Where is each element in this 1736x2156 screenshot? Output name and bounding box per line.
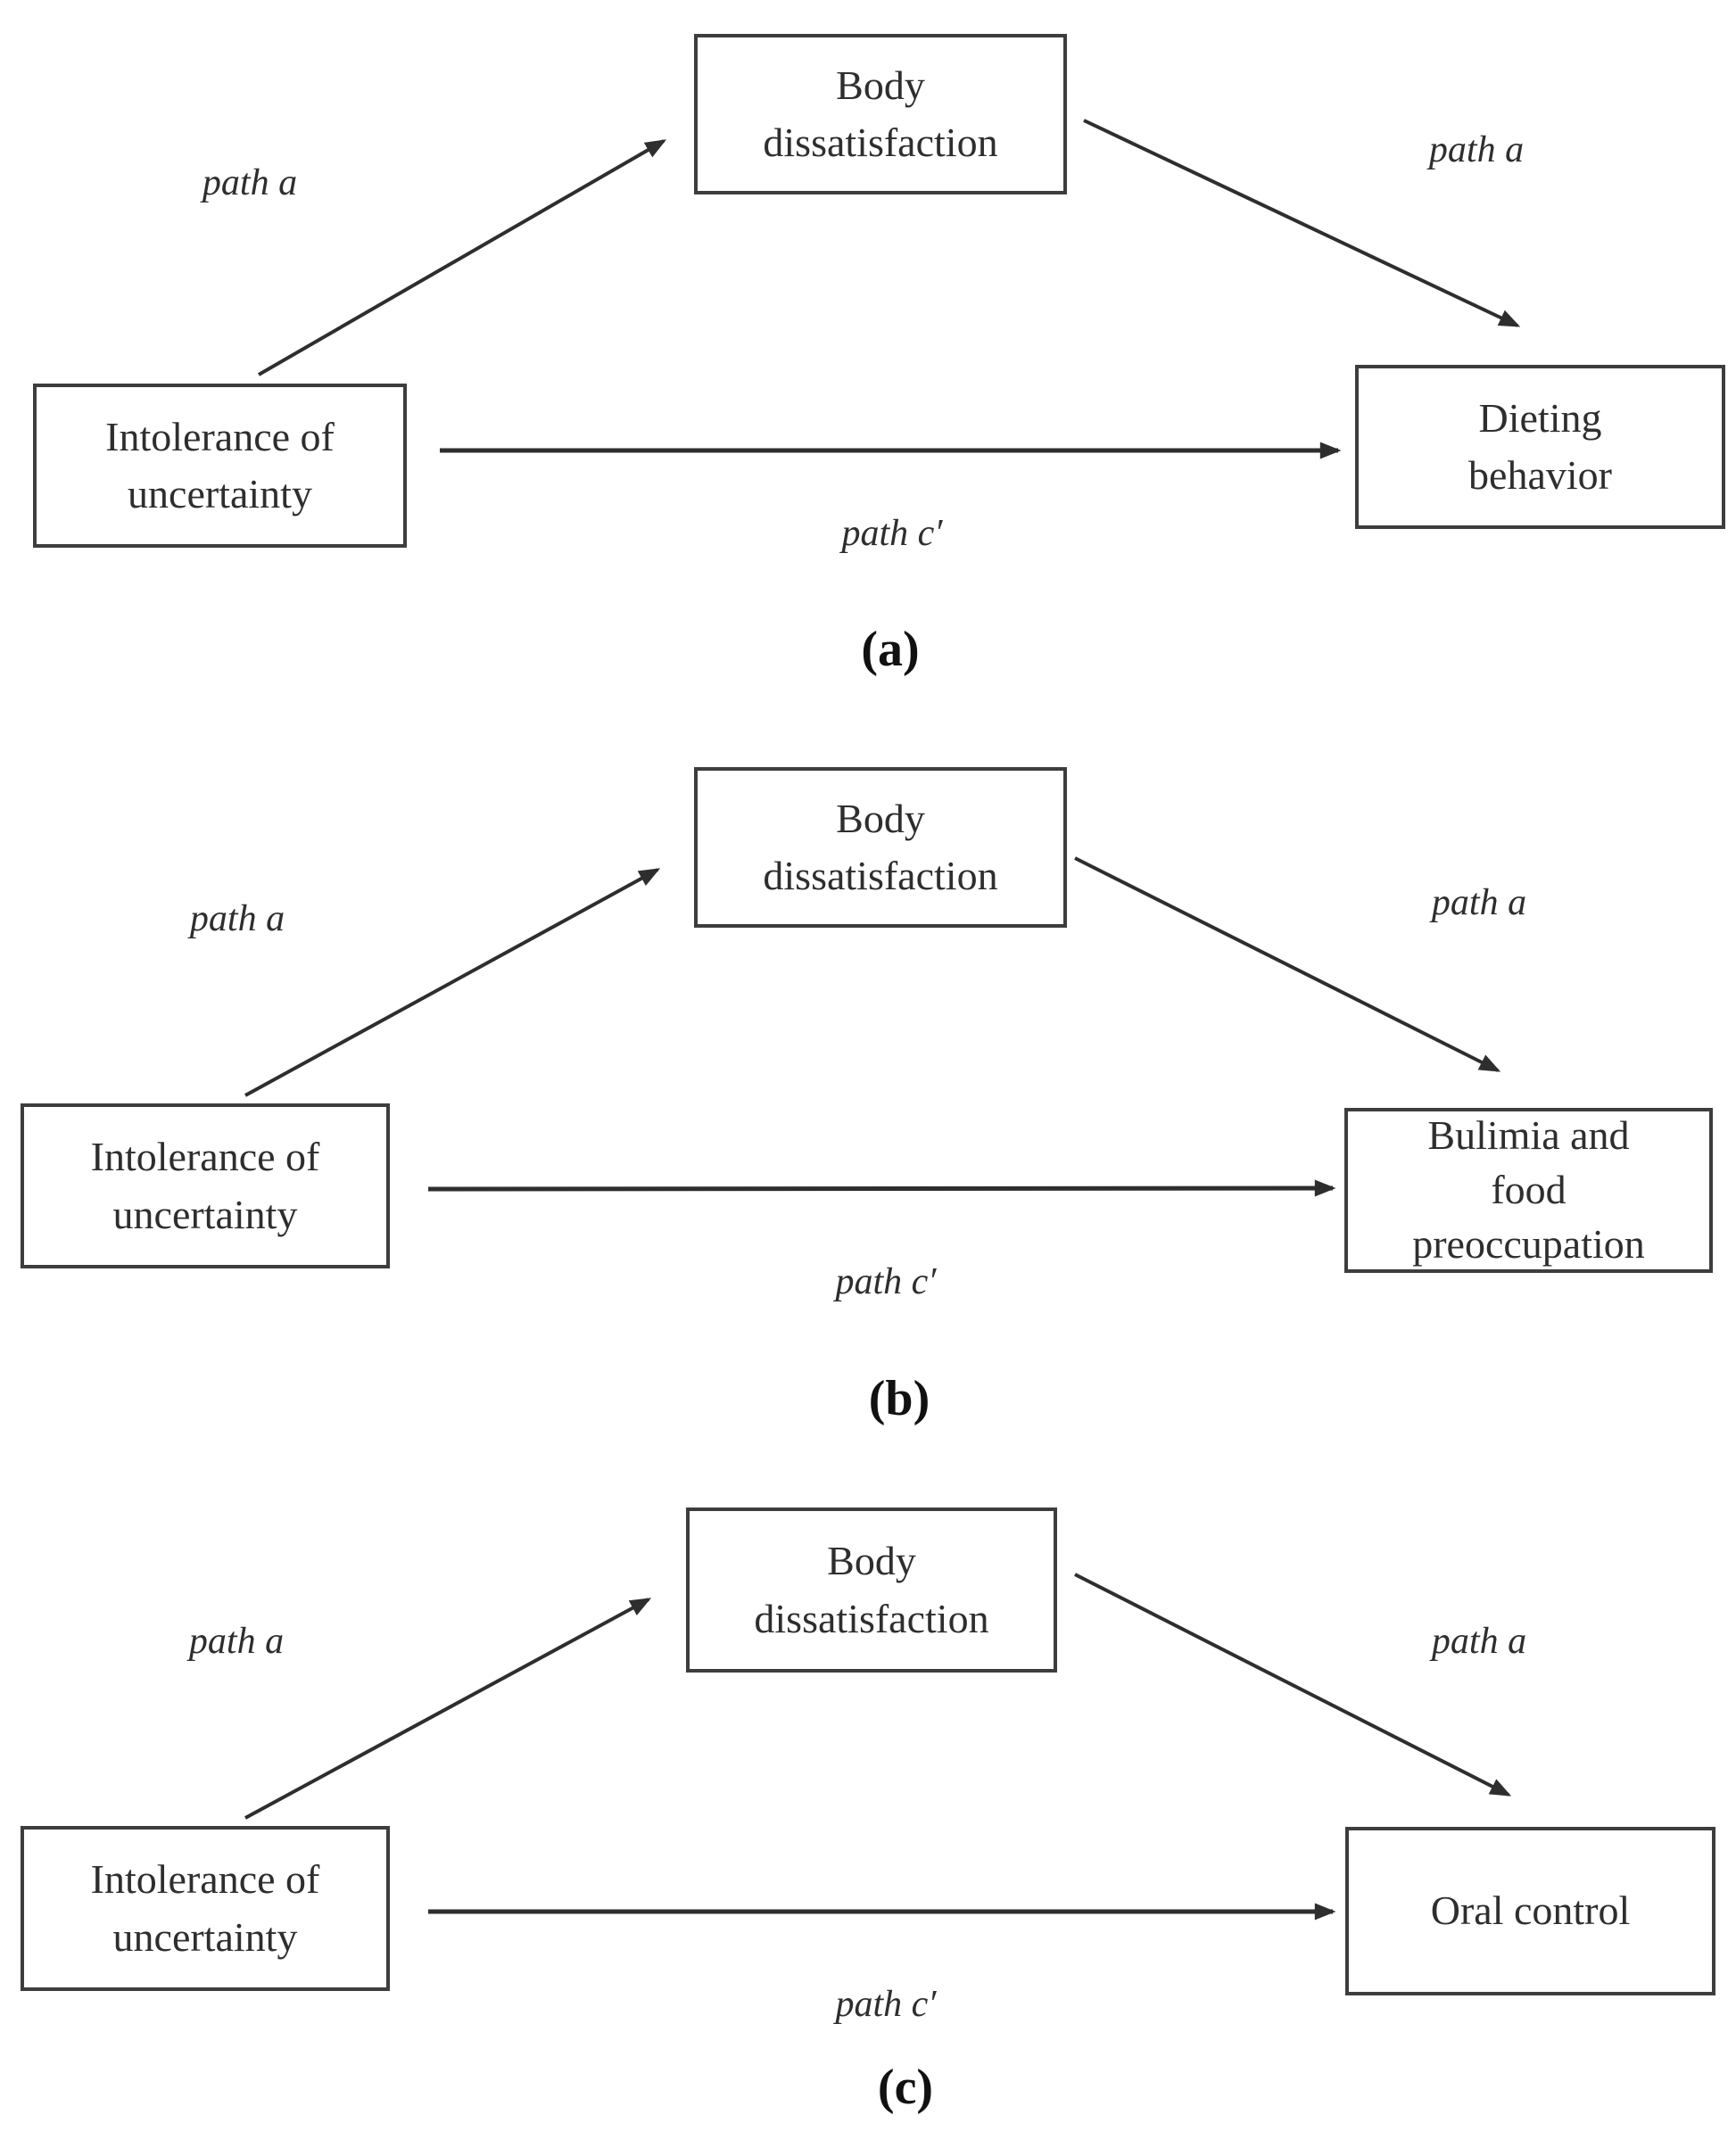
predictor-box-a: Intolerance of uncertainty	[33, 384, 407, 548]
caption-a: (a)	[861, 622, 920, 677]
path-a-left-label-c: path a	[188, 1621, 285, 1662]
caption-b: (b)	[868, 1371, 930, 1426]
path-a-right-label-b: path a	[1431, 882, 1527, 923]
path-c-label-c: path c′	[835, 1984, 937, 2025]
path-a-right-label-c: path a	[1431, 1621, 1527, 1662]
predictor-box-b: Intolerance of uncertainty	[21, 1103, 390, 1268]
path-a-left-label-a: path a	[202, 162, 298, 203]
path-a-right-label-a: path a	[1428, 129, 1525, 170]
outcome-box-b: Bulimia and food preoccupation	[1344, 1108, 1713, 1273]
mediator-box-b: Body dissatisfaction	[694, 767, 1067, 928]
predictor-box-c: Intolerance of uncertainty	[21, 1826, 390, 1991]
arrow-a-to-mediator	[258, 139, 667, 376]
arrow-b-direct	[427, 1179, 1336, 1197]
arrow-a-from-mediator	[1083, 119, 1521, 327]
mediator-box-a: Body dissatisfaction	[694, 34, 1067, 194]
path-c-label-b: path c′	[835, 1261, 937, 1302]
arrow-c-to-mediator	[244, 1598, 652, 1820]
arrow-b-to-mediator	[244, 868, 661, 1097]
caption-c: (c)	[877, 2060, 934, 2115]
mediator-box-c: Body dissatisfaction	[686, 1508, 1057, 1673]
arrow-c-from-mediator	[1074, 1573, 1512, 1797]
outcome-box-a: Dieting behavior	[1355, 365, 1725, 529]
path-a-left-label-b: path a	[189, 898, 285, 939]
arrow-b-from-mediator	[1074, 856, 1501, 1072]
path-c-label-a: path c′	[841, 513, 943, 554]
outcome-box-c: Oral control	[1345, 1827, 1715, 1995]
